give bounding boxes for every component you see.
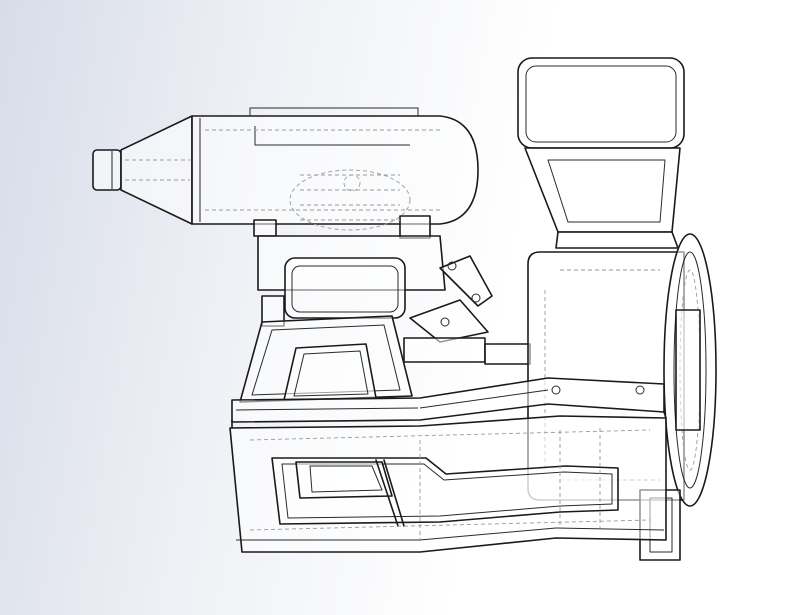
mounting-frame[interactable] <box>229 315 667 553</box>
exhaust-muffler[interactable] <box>92 107 479 225</box>
air-intake-duct[interactable] <box>517 57 685 249</box>
engine-block[interactable] <box>253 169 531 365</box>
